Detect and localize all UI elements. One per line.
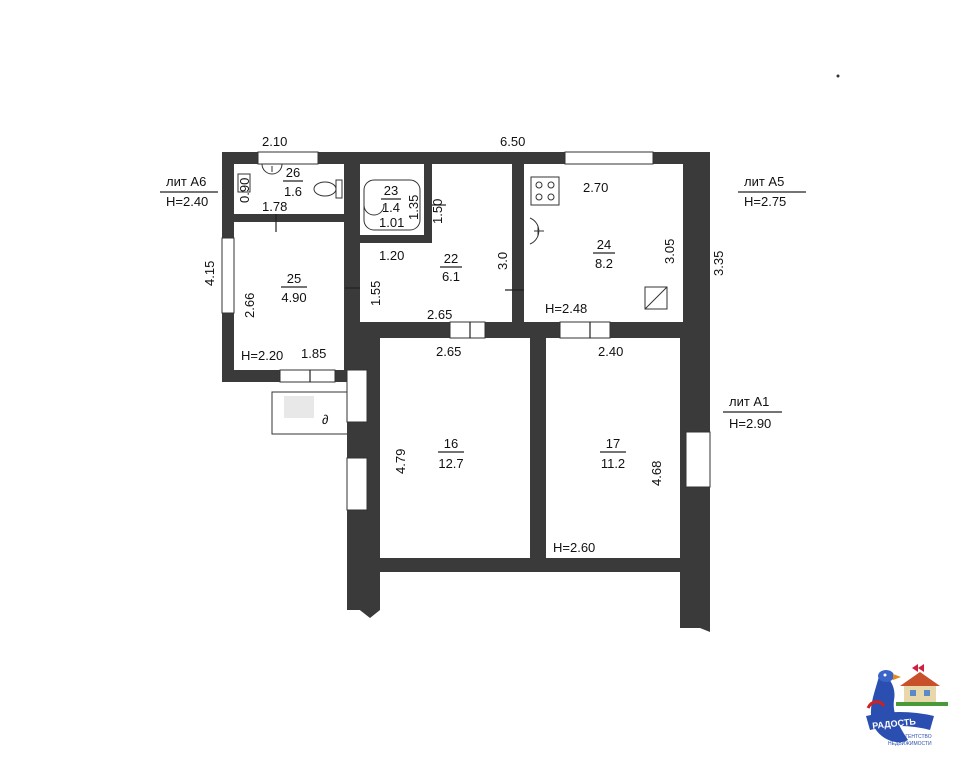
height-room24: H=2.48 [545, 301, 587, 316]
toilet-icon [313, 179, 343, 199]
interior-lines: ∂ [271, 204, 591, 435]
shower-icon [363, 179, 421, 231]
lit-a6-name: лит А6 [166, 174, 206, 189]
svg-text:∂: ∂ [322, 412, 328, 427]
literal-labels: лит А6 H=2.40 лит А5 H=2.75 лит А1 H=2.9… [160, 174, 806, 431]
dim-room16-height: 4.79 [393, 449, 408, 474]
dim-top-left: 2.10 [262, 134, 287, 149]
boiler-icon [644, 286, 668, 310]
lit-a5-name: лит А5 [744, 174, 784, 189]
kitchen-sink-icon [529, 217, 544, 245]
dim-room16-top: 2.65 [436, 344, 461, 359]
dim-room23-height: 1.50 [430, 199, 445, 224]
walls [222, 152, 710, 632]
dim-room17-top: 2.40 [598, 344, 623, 359]
lit-a1-height: H=2.90 [729, 416, 771, 431]
dim-top-total: 6.50 [500, 134, 525, 149]
room-22-area: 6.1 [442, 269, 460, 284]
room-17-number: 17 [606, 436, 620, 451]
room-23-number: 23 [384, 183, 398, 198]
dim-room22-left: 1.20 [379, 248, 404, 263]
dim-left-total: 4.15 [202, 261, 217, 286]
room-16-area: 12.7 [438, 456, 463, 471]
dim-room22-left-height: 1.55 [368, 281, 383, 306]
house-icon [896, 664, 948, 706]
logo-main-text: РАДОСТЬ [872, 716, 917, 731]
dim-room24-width: 2.70 [583, 180, 608, 195]
lit-a6-height: H=2.40 [166, 194, 208, 209]
room-labels: 26 1.6 23 1.4 22 6.1 24 8.2 25 4.90 16 1… [281, 165, 626, 471]
fixtures [237, 163, 668, 310]
dim-right-total: 3.35 [711, 251, 726, 276]
room-26-number: 26 [286, 165, 300, 180]
agency-logo: РАДОСТЬ АГЕНТСТВО НЕДВИЖИМОСТИ [866, 664, 948, 747]
height-room25: H=2.20 [241, 348, 283, 363]
dim-a6-inner: 1.78 [262, 199, 287, 214]
bird-icon [866, 670, 908, 743]
stove-icon [530, 176, 560, 206]
dim-room25-height: 2.66 [242, 293, 257, 318]
room-24-number: 24 [597, 237, 611, 252]
height-labels: H=2.20 H=2.48 H=2.60 [241, 301, 595, 555]
dimensions: 2.10 6.50 0.90 1.78 4.15 2.66 1.85 1.35 … [202, 134, 726, 486]
room-16-number: 16 [444, 436, 458, 451]
dim-room22-right: 3.0 [495, 252, 510, 270]
room-23-area: 1.4 [382, 200, 400, 215]
logo-sub1: АГЕНТСТВО [902, 734, 932, 740]
dim-room25-bottom: 1.85 [301, 346, 326, 361]
dim-room24-height: 3.05 [662, 239, 677, 264]
room-17-area: 11.2 [601, 456, 625, 471]
dim-room23-width: 1.35 [406, 195, 421, 220]
room-25-area: 4.90 [281, 290, 306, 305]
lit-a1-name: лит А1 [729, 394, 769, 409]
room-24-area: 8.2 [595, 256, 613, 271]
lit-a5-height: H=2.75 [744, 194, 786, 209]
sink-icon [261, 163, 283, 175]
room-25-number: 25 [287, 271, 301, 286]
windows [221, 151, 711, 511]
shelf-icon [237, 173, 251, 193]
dim-room23-depth: 1.01 [379, 215, 404, 230]
dim-a6-small: 0.90 [237, 178, 252, 203]
room-26-area: 1.6 [284, 184, 302, 199]
room-22-number: 22 [444, 251, 458, 266]
dim-room17-height: 4.68 [649, 461, 664, 486]
logo-sub2: НЕДВИЖИМОСТИ [888, 741, 932, 747]
height-room17: H=2.60 [553, 540, 595, 555]
logo-banner: РАДОСТЬ АГЕНТСТВО НЕДВИЖИМОСТИ [866, 712, 934, 747]
dim-room22-bottom: 2.65 [427, 307, 452, 322]
